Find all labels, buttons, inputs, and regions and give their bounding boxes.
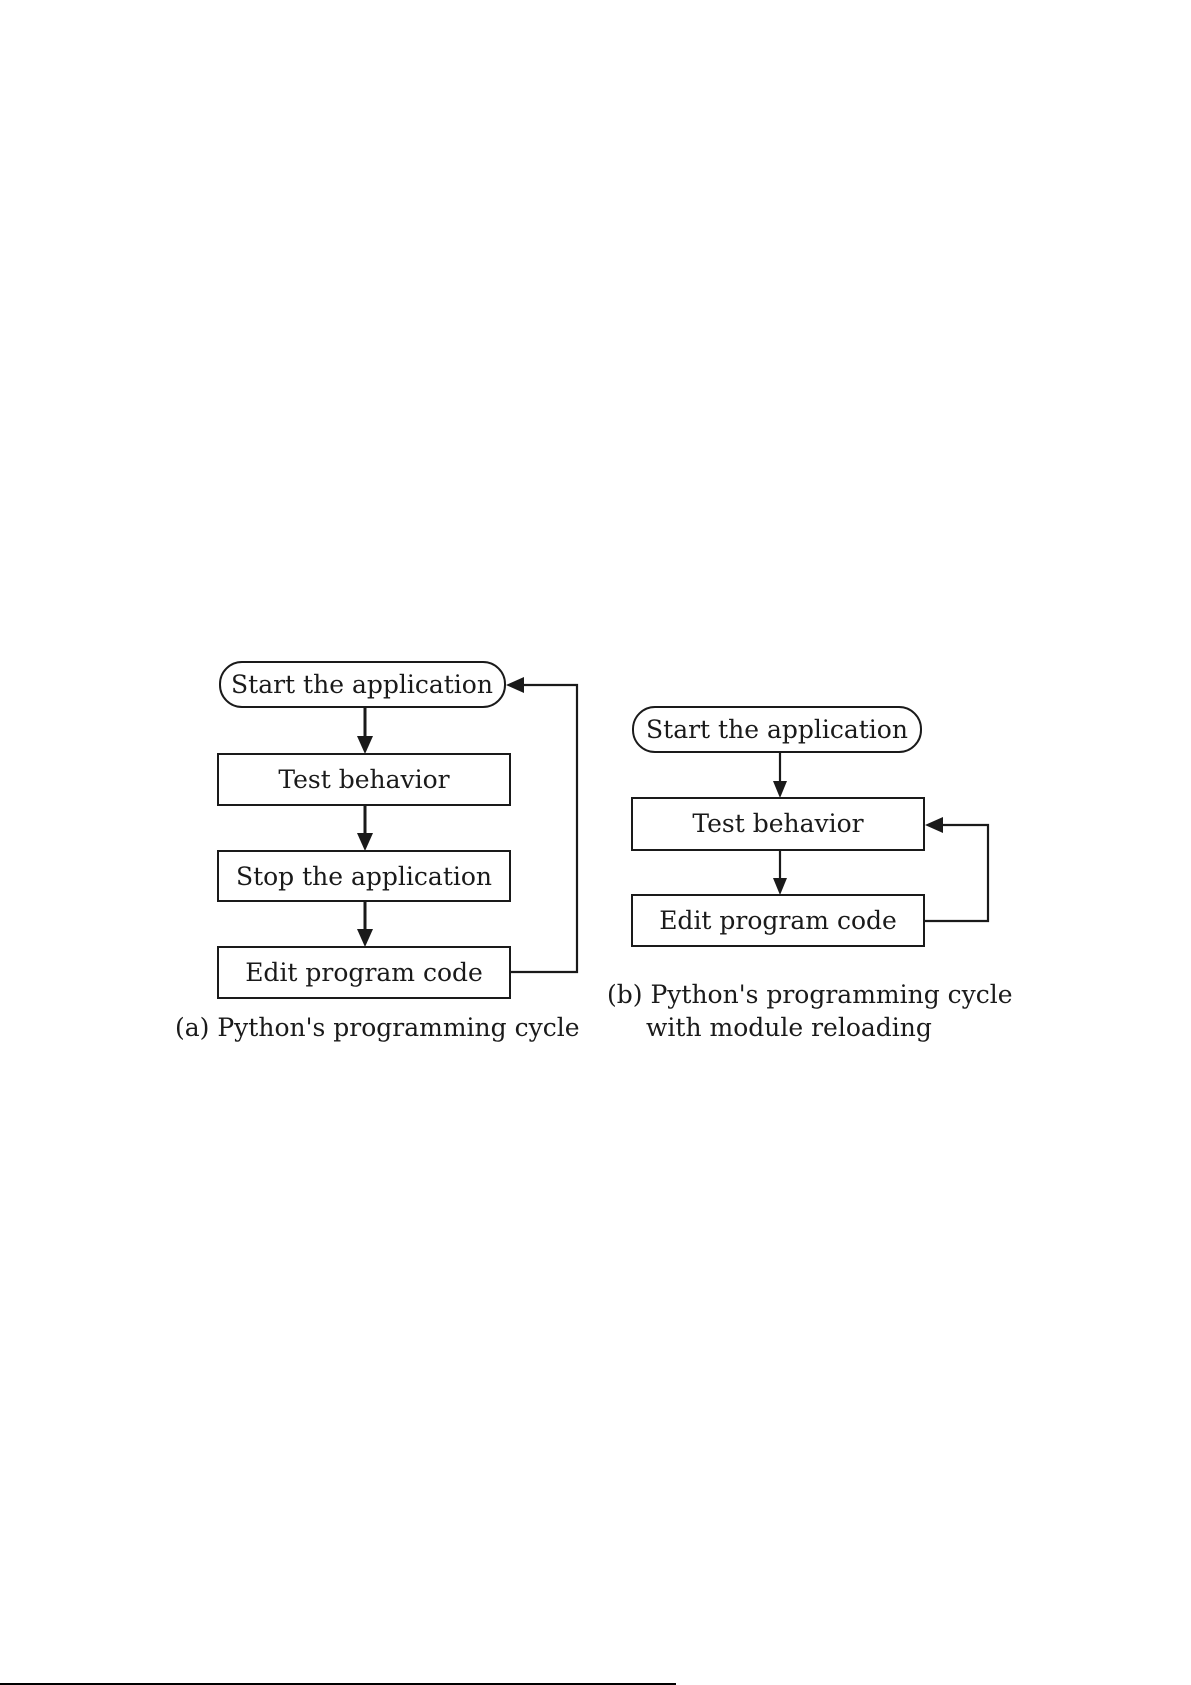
arrow-b-start-test [773,752,787,798]
diagram-a: Start the application Test behavior Stop… [175,661,580,1042]
caption-b-line2: with module reloading [646,1013,932,1042]
node-a-stop-label: Stop the application [236,862,492,891]
node-b-test [631,797,925,851]
arrow-b-test-edit [773,850,787,895]
node-b-test-label: Test behavior [692,809,863,838]
node-b-start [632,706,922,753]
arrow-a-start-test [357,707,373,754]
arrow-a-loop [506,677,579,974]
diagram-b: Start the application Test behavior Edit… [607,706,1013,1042]
arrow-a-test-stop [357,805,373,851]
node-a-edit [217,946,511,999]
node-b-edit [631,894,925,947]
node-a-start [219,661,506,708]
arrow-a-stop-edit [357,901,373,947]
node-a-test-label: Test behavior [278,765,449,794]
caption-a: (a) Python's programming cycle [175,1013,580,1042]
caption-b-line1: (b) Python's programming cycle [607,980,1013,1009]
node-a-test [217,753,511,806]
node-a-stop [217,850,511,902]
node-b-edit-label: Edit program code [659,906,897,935]
arrow-b-loop [924,817,990,923]
node-a-edit-label: Edit program code [245,958,483,987]
node-b-start-label: Start the application [646,715,908,744]
node-a-start-label: Start the application [231,670,493,699]
